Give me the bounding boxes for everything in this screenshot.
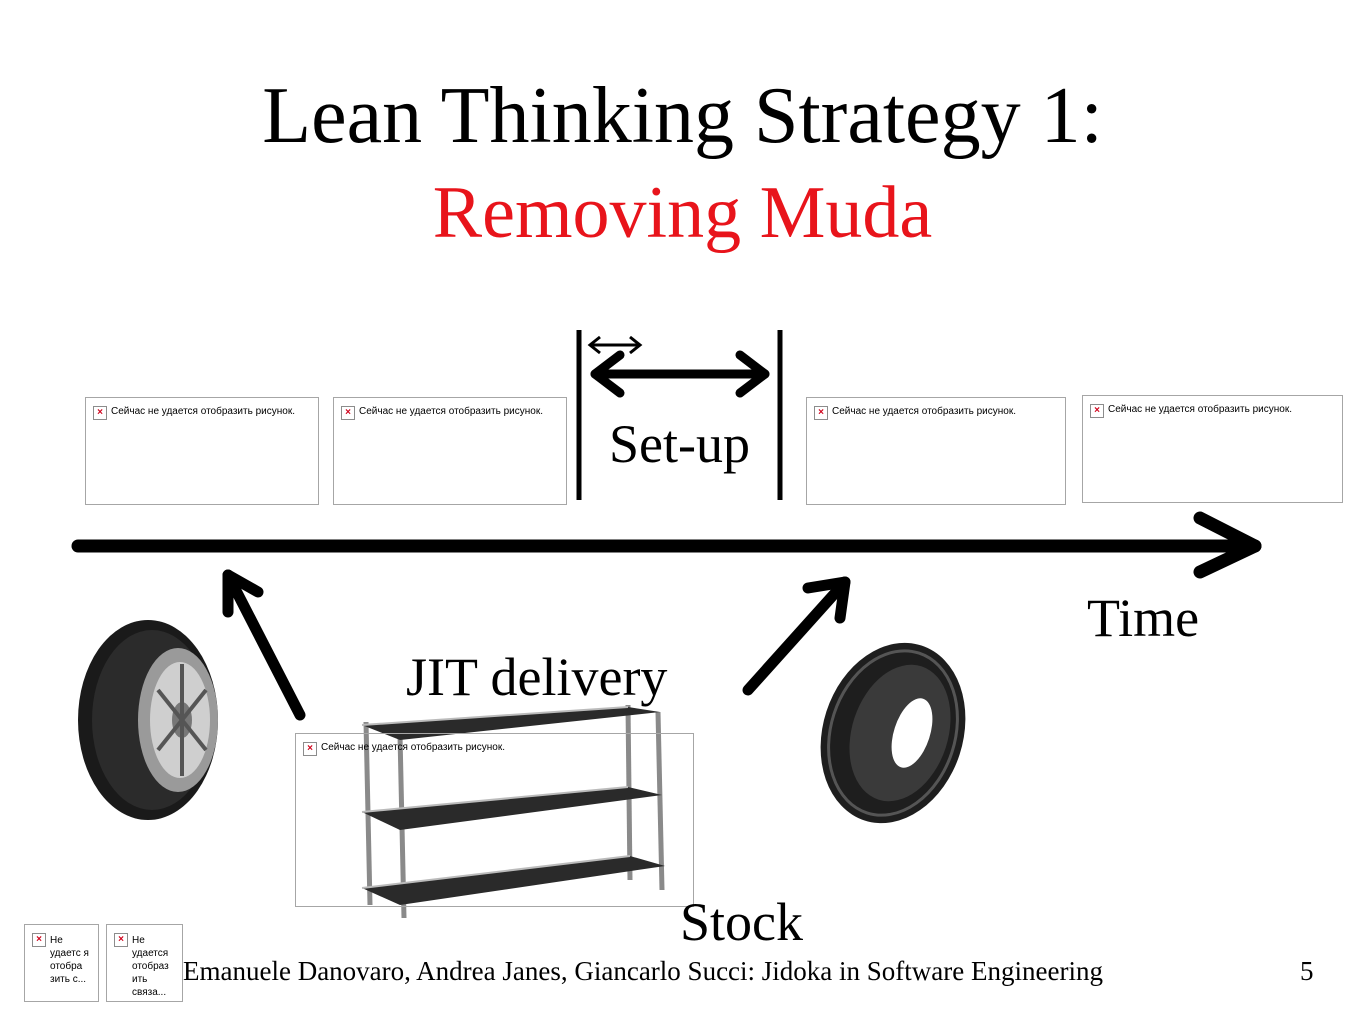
arrow-icon: [742, 576, 851, 696]
tire-icon: [78, 620, 218, 820]
time-label: Time: [1087, 588, 1200, 648]
shelf-icon: [361, 704, 665, 919]
time-arrow-icon: [71, 511, 1262, 579]
slide-title: Lean Thinking Strategy 1:: [262, 72, 1103, 160]
small-double-arrow-icon: [587, 335, 643, 355]
broken-image-placeholder: × Сейчас не удается отобразить рисунок.: [85, 397, 319, 505]
broken-image-placeholder: × Не удаетс я отобра зить с...: [24, 924, 99, 1002]
broken-image-icon: ×: [1090, 404, 1104, 418]
broken-image-placeholder: × Сейчас не удается отобразить рисунок.: [1082, 395, 1343, 503]
broken-image-icon: ×: [114, 933, 128, 947]
page-number: 5: [1300, 956, 1314, 986]
setup-label: Set-up: [609, 414, 750, 474]
broken-image-icon: ×: [814, 406, 828, 420]
stock-label: Stock: [680, 892, 804, 952]
broken-image-icon: ×: [93, 406, 107, 420]
arrow-icon: [222, 569, 306, 721]
broken-image-icon: ×: [341, 406, 355, 420]
footer-text: Emanuele Danovaro, Andrea Janes, Giancar…: [183, 956, 1103, 986]
slide-subtitle: Removing Muda: [432, 172, 933, 254]
broken-image-placeholder: × Сейчас не удается отобразить рисунок.: [806, 397, 1066, 505]
broken-image-icon: ×: [303, 742, 317, 756]
broken-image-placeholder: × Не удается отобраз ить связа...: [106, 924, 183, 1002]
broken-image-placeholder: × Сейчас не удается отобразить рисунок.: [295, 733, 694, 907]
broken-image-placeholder: × Сейчас не удается отобразить рисунок.: [333, 397, 567, 505]
double-arrow-icon: [590, 350, 770, 398]
broken-image-icon: ×: [32, 933, 46, 947]
jit-delivery-label: JIT delivery: [406, 647, 668, 707]
tire-icon: [820, 642, 966, 824]
